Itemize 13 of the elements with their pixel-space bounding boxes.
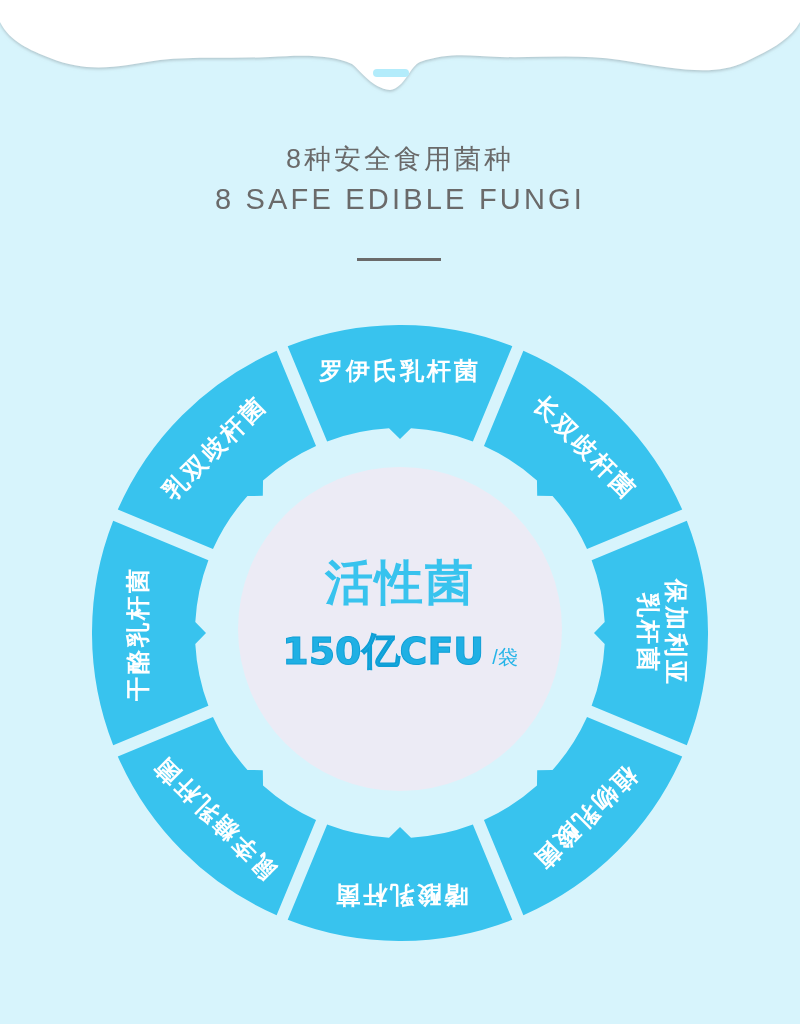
subtitle: 8 SAFE EDIBLE FUNGI (213, 182, 587, 217)
segment-label: 保加利亚乳杆菌 (634, 578, 690, 688)
unit-label: /袋 (492, 646, 518, 668)
segment-label: 植物乳酸菌 (527, 760, 643, 876)
count-value: 150亿CFU (282, 629, 485, 673)
segment-label: 罗伊氏乳杆菌 (319, 357, 481, 385)
segment-label: 干酪乳杆菌 (124, 565, 152, 701)
segment-label: 嗜酸乳杆菌 (332, 881, 468, 909)
segment-label: 鼠李糖乳杆菌 (147, 751, 282, 886)
title: 8种安全食用菌种 (285, 143, 515, 176)
headline: 活性菌 (325, 556, 475, 609)
segment-label: 乳双歧杆菌 (157, 390, 273, 506)
segment-label: 长双歧杆菌 (527, 390, 643, 506)
